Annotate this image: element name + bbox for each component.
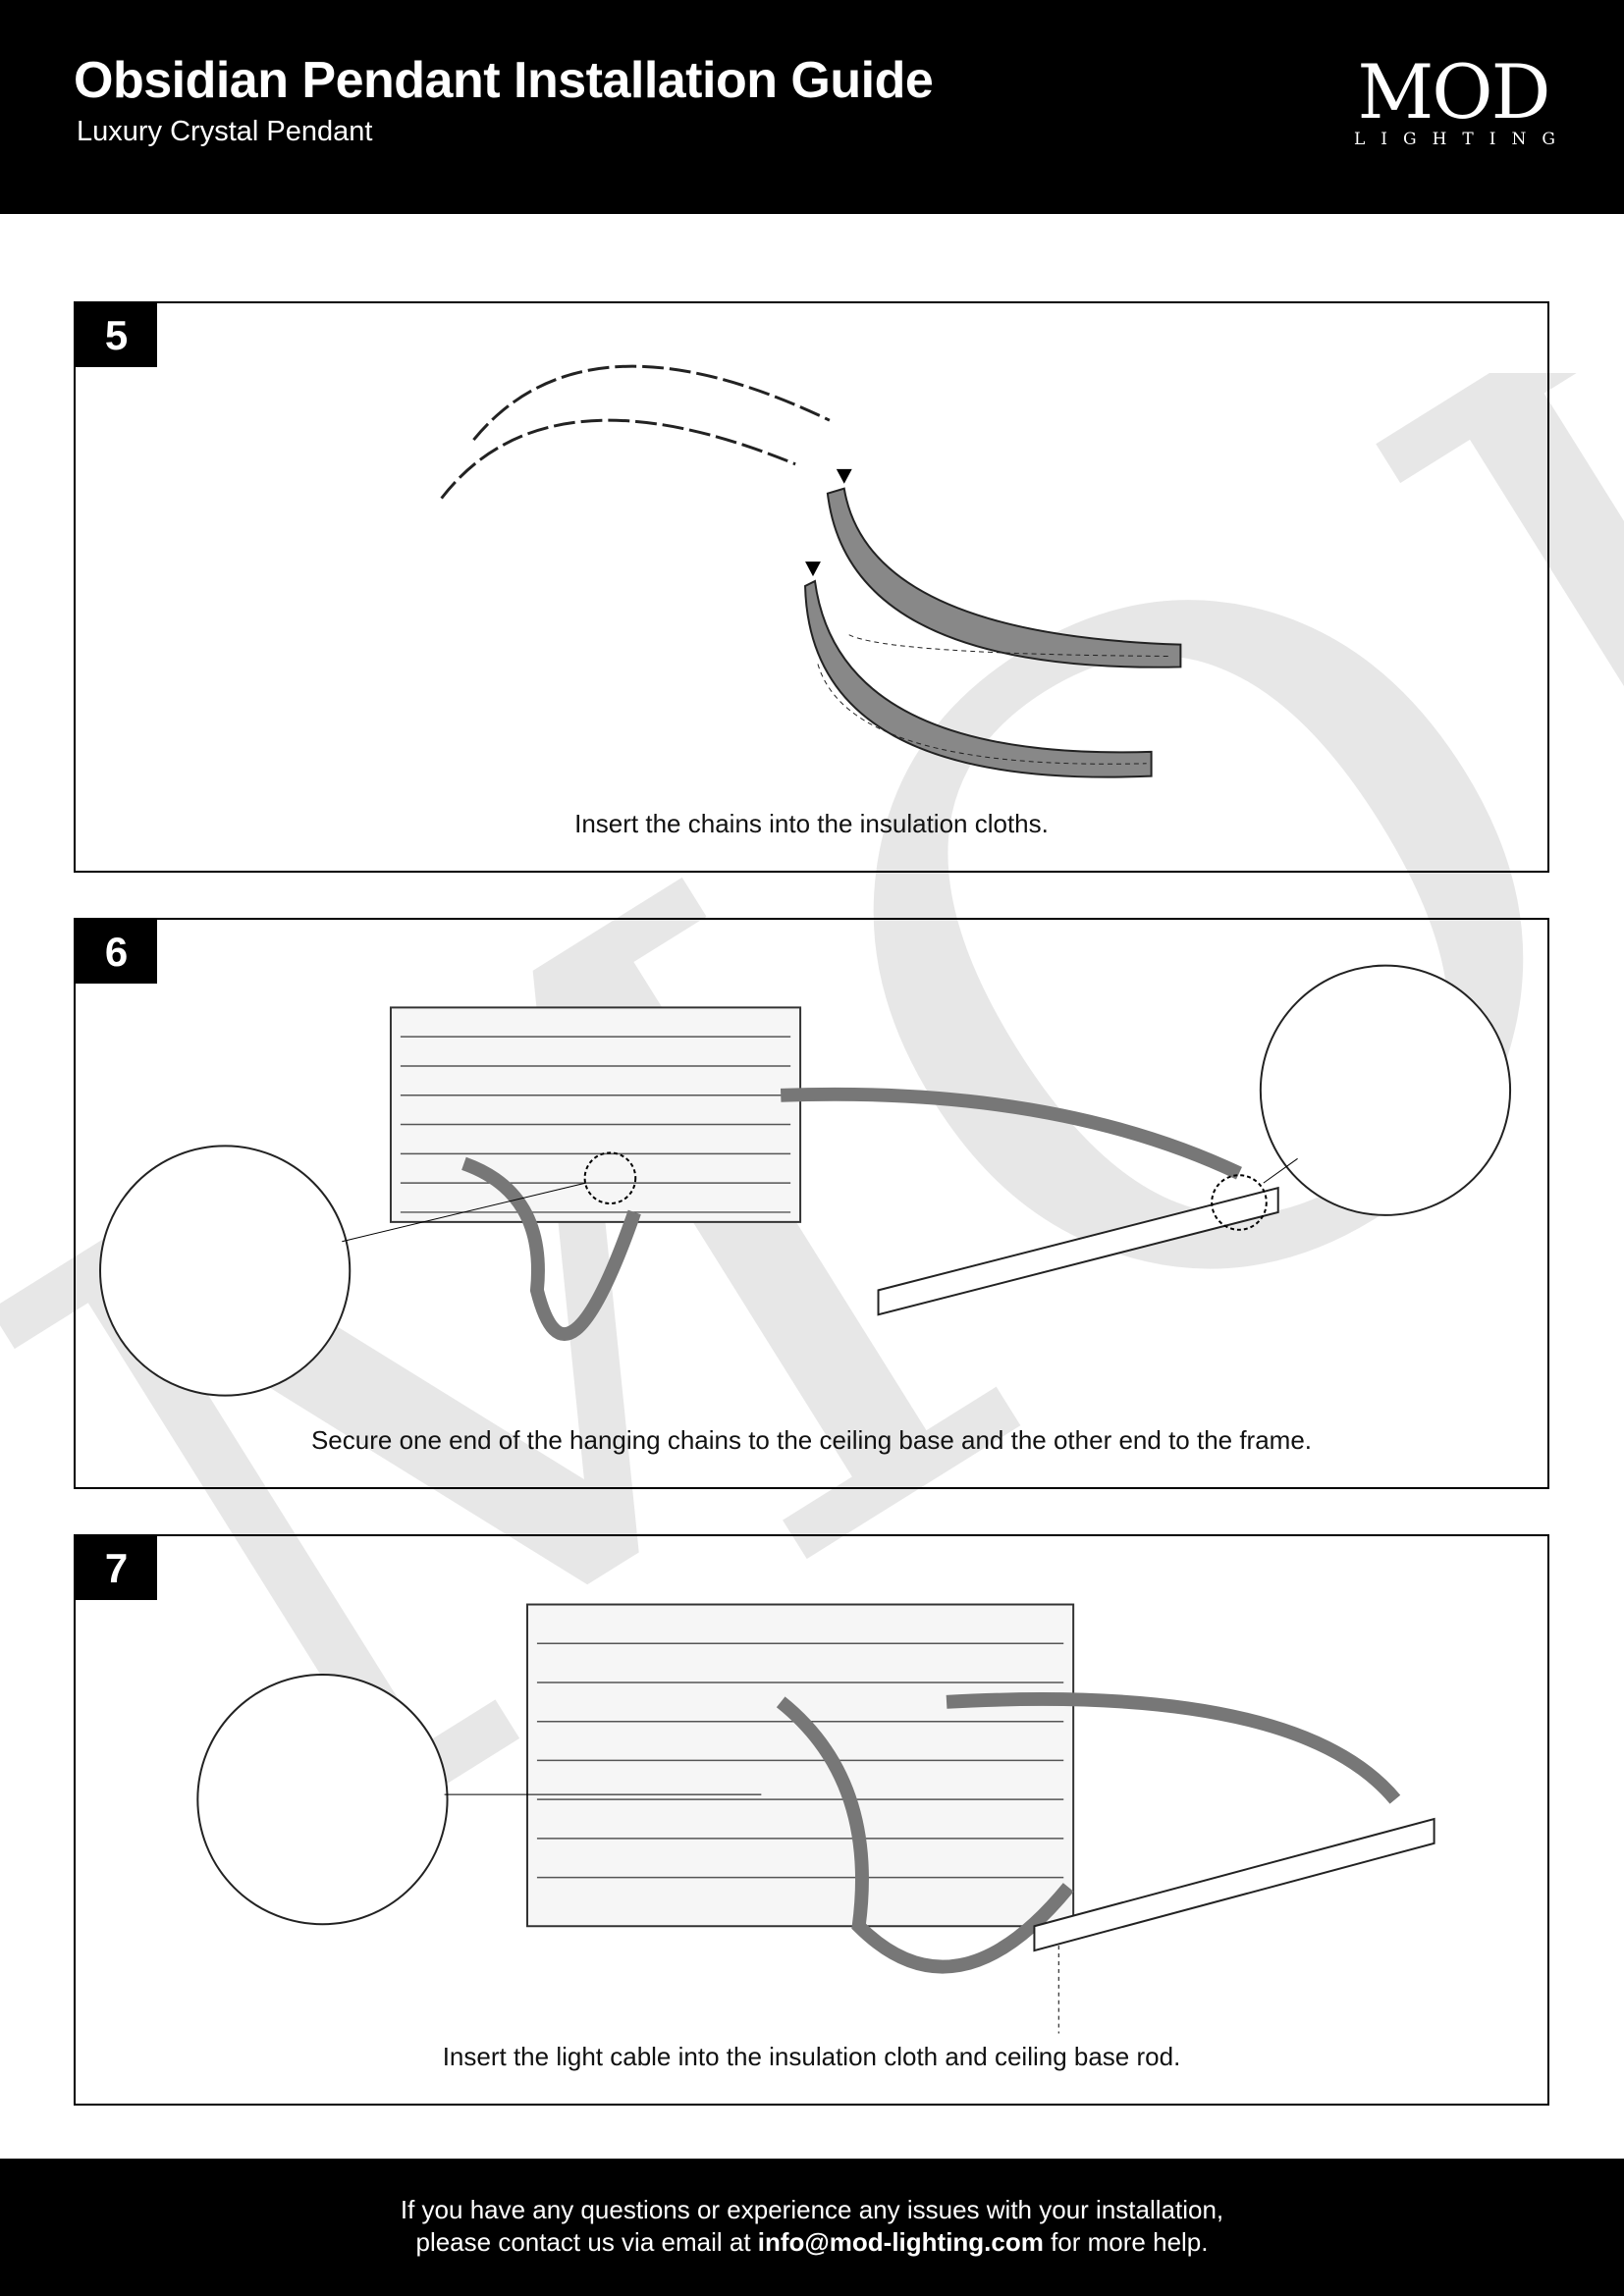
brand-logo: MOD LIGHTING — [1340, 48, 1571, 150]
step-number: 5 — [76, 303, 157, 367]
step-caption: Insert the chains into the insulation cl… — [574, 809, 1049, 838]
step-caption: Insert the light cable into the insulati… — [442, 2042, 1181, 2071]
page-title: Obsidian Pendant Installation Guide — [74, 52, 934, 109]
footer-line-2-suffix: for more help. — [1043, 2227, 1209, 2257]
support-email-link[interactable]: info@mod-lighting.com — [757, 2227, 1044, 2257]
logo-sub: LIGHTING — [1354, 130, 1571, 149]
step-6-panel: 6 Secure one end of the hanging chains t… — [74, 918, 1549, 1489]
footer-line-2: please contact us via email at info@mod-… — [0, 2226, 1624, 2259]
step-number: 7 — [76, 1536, 157, 1600]
chains-insulation-illustration — [440, 364, 1182, 778]
insert-cable-illustration — [196, 1603, 1435, 2034]
header: Obsidian Pendant Installation Guide Luxu… — [0, 0, 1624, 214]
page-subtitle: Luxury Crystal Pendant — [77, 116, 373, 147]
step-number: 6 — [76, 920, 157, 984]
step-caption: Secure one end of the hanging chains to … — [310, 1425, 1313, 1455]
step-7-panel: 7 Insert the light cable into the insula… — [74, 1534, 1549, 2106]
secure-chains-illustration — [99, 964, 1512, 1397]
footer-line-1: If you have any questions or experience … — [400, 2195, 1224, 2224]
logo-main: MOD — [1357, 48, 1550, 135]
footer: If you have any questions or experience … — [0, 2159, 1624, 2296]
footer-line-2-prefix: please contact us via email at — [415, 2227, 758, 2257]
step-5-panel: 5 Insert the chains into the insulation … — [74, 301, 1549, 873]
